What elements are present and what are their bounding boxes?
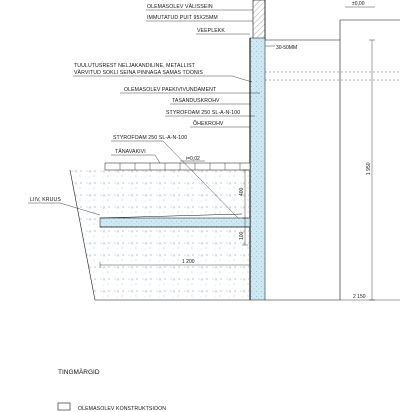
existing-foundation-outline	[265, 39, 341, 301]
top-level-label: ±0,00	[352, 1, 365, 7]
callout-ventilation	[73, 75, 253, 83]
gap-label: 30-50MM	[276, 45, 297, 51]
legend-title: TINGMÄRGID	[58, 368, 100, 376]
gravel-backfill	[70, 170, 250, 300]
bottom-level-label: 2 150	[353, 294, 366, 300]
label-foundation: OLEMASOLEV PAEKIVIVUNDAMENT	[124, 87, 217, 93]
dim-100-label: 100	[239, 231, 245, 240]
existing-wall	[252, 0, 266, 41]
trench-outline	[69, 169, 250, 301]
label-ventilation-1: TUULUTUSREST NELJAKANDILINE, METALLIST	[74, 63, 196, 69]
label-styrofoam-vertical: STYROFOAM 250 SL-A-N-100	[166, 110, 240, 116]
paving-stones	[104, 162, 251, 171]
legend-swatch-existing	[57, 402, 71, 411]
slope-label: i=0,02	[186, 156, 200, 162]
label-ventilation-2: VÄRVITUD SOKLI SEINA PINNAGA SAMAS TOONI…	[74, 69, 203, 76]
callout-gravel	[28, 202, 101, 216]
label-existing-wall: OLEMASOLEV VÄLISSEIN	[147, 3, 213, 10]
legend-item-existing: OLEMASOLEV KONSTRUKTSIOON	[78, 406, 166, 412]
callout-paving	[111, 154, 161, 164]
label-air-plaster: ÕHEKROHV	[193, 120, 224, 127]
vertical-insulation	[249, 37, 266, 301]
label-paving: TÄNAVAKIVI	[115, 148, 146, 155]
label-styrofoam-horizontal: STYROFOAM 250 SL-A-N-100	[113, 135, 187, 141]
dim-100	[242, 218, 248, 246]
label-waterproofing: VEEPLEKK	[197, 28, 225, 34]
callout-styrofoam-horizontal	[111, 140, 239, 219]
insulation-slope-lines	[99, 213, 250, 228]
dim-1200-label: 1 200	[182, 259, 195, 265]
dim-1200	[99, 262, 251, 268]
dim-1950-label: 1 950	[366, 162, 372, 175]
horizontal-insulation	[99, 217, 251, 228]
label-gravel: LIIV, KRUUS	[30, 197, 61, 203]
dim-400-label: 400	[239, 187, 245, 196]
label-batten: IMMUTATUD PUIT 95X25MM	[147, 15, 218, 21]
label-leveling-plaster: TASANDUSKROHV	[172, 98, 220, 104]
